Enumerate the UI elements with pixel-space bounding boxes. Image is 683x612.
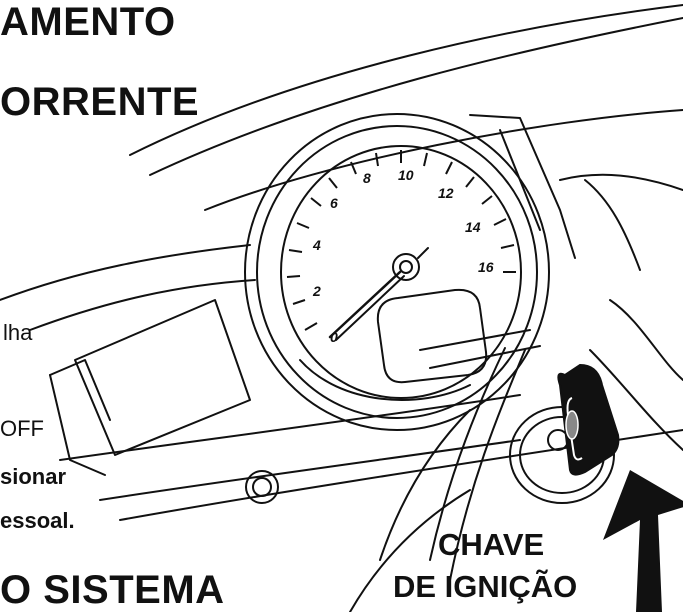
tach-label-2: 2 <box>312 283 321 299</box>
tach-label-12: 12 <box>438 185 454 201</box>
tach-label-4: 4 <box>312 237 321 253</box>
body-fragment-essoal: essoal. <box>0 508 75 533</box>
callout-label-line-2: DE IGNIÇÃO <box>393 569 578 604</box>
tach-label-10: 10 <box>398 167 414 183</box>
tach-label-0: 0 <box>330 329 338 345</box>
heading-line-1: AMENTO <box>0 0 176 44</box>
tach-label-16: 16 <box>478 259 494 275</box>
tach-label-14: 14 <box>465 219 481 235</box>
heading-line-2: ORRENTE <box>0 80 200 124</box>
pointer-arrow-icon <box>603 470 683 612</box>
body-fragment-lha: lha <box>3 320 33 345</box>
heading-line-3: O SISTEMA <box>0 568 225 612</box>
tach-label-8: 8 <box>363 170 371 186</box>
body-fragment-off: OFF <box>0 416 44 441</box>
body-fragment-sionar: sionar <box>0 464 67 489</box>
tach-ticks <box>286 150 516 331</box>
tach-label-6: 6 <box>330 195 338 211</box>
callout-label-line-1: CHAVE <box>438 527 545 562</box>
ignition-key-icon <box>557 363 620 476</box>
